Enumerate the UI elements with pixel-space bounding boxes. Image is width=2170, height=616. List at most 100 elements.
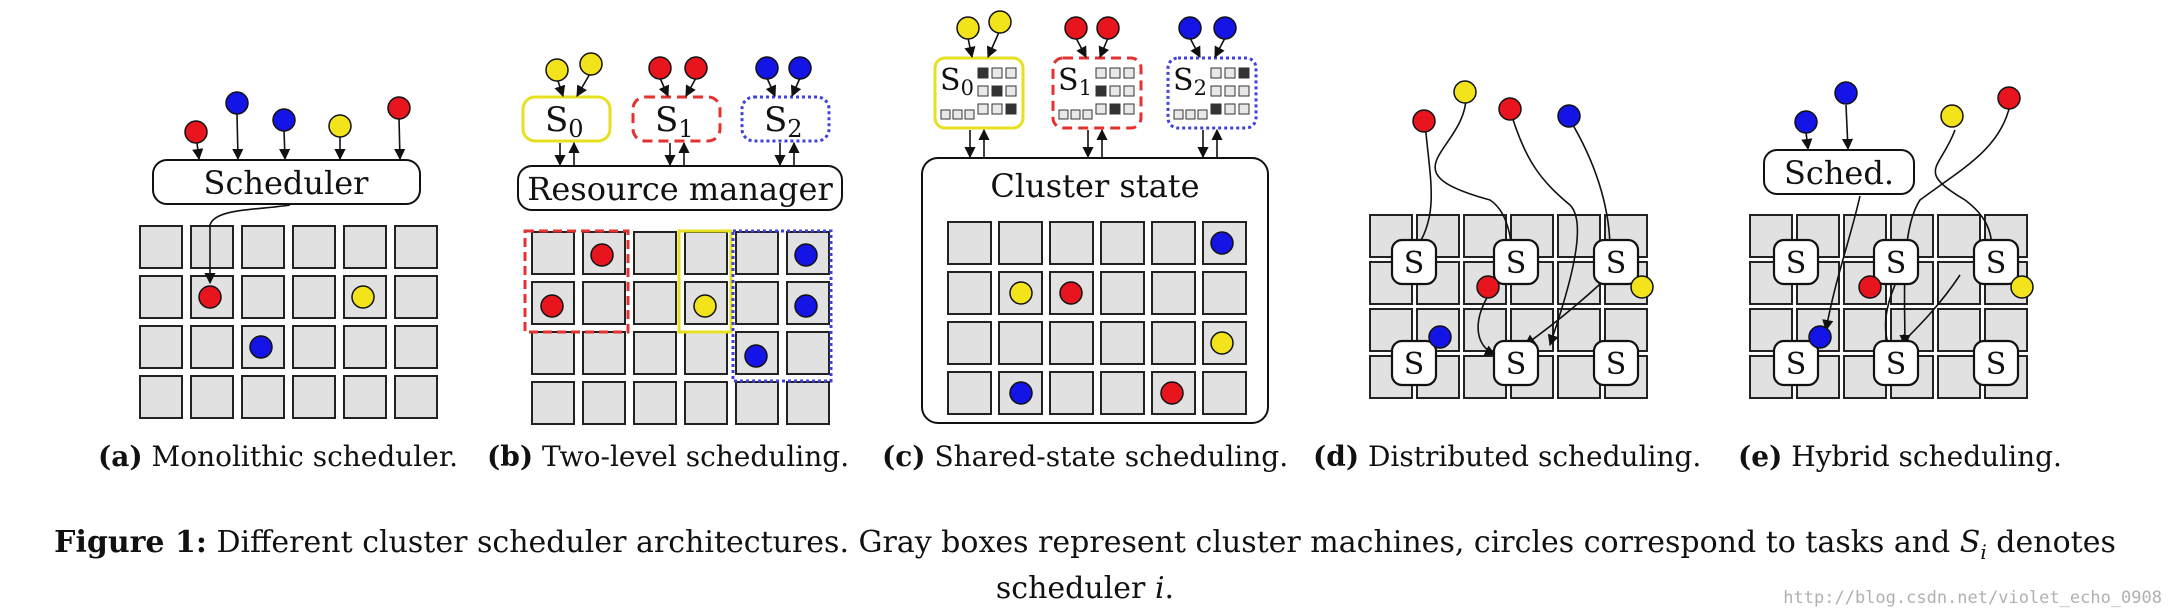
scheduler-node (1390, 339, 1438, 387)
watermark: http://blog.csdn.net/violet_echo_0908 (1783, 588, 2162, 608)
task-blue (1557, 104, 1581, 128)
state-cell (991, 85, 1003, 97)
machine (582, 331, 626, 375)
machine (531, 381, 575, 425)
scheduler-node (1492, 238, 1540, 286)
state-cell (1070, 109, 1081, 120)
scheduler-node (1592, 339, 1640, 387)
machine (139, 375, 183, 419)
scheduler-s0-label: S0 (545, 100, 584, 143)
scheduler-node (1972, 238, 2020, 286)
figure-label: Figure 1: (54, 525, 207, 560)
scheduler-node-label: S (1404, 246, 1425, 281)
state-cell (977, 103, 989, 115)
scheduler-s0-label: S0 (940, 63, 974, 100)
machine (292, 225, 336, 269)
machine (343, 325, 387, 369)
machine (947, 371, 992, 415)
state-cell (1082, 109, 1093, 120)
placed-task-red (1059, 281, 1083, 305)
state-cell (1173, 109, 1184, 120)
task-blue (1213, 16, 1237, 40)
machine (1049, 271, 1094, 315)
placed-task-yellow (1009, 281, 1033, 305)
placed-task-yellow (693, 294, 717, 318)
machine (582, 281, 626, 325)
state-cell (940, 109, 951, 120)
state-cell (1210, 85, 1222, 97)
task-red (1498, 97, 1522, 121)
task-red (387, 96, 411, 120)
machine (1100, 221, 1145, 265)
machine (1049, 221, 1094, 265)
state-cell (1197, 109, 1208, 120)
machine (292, 375, 336, 419)
resource-manager-label: Resource manager (527, 170, 833, 208)
partition-red (523, 229, 630, 334)
panel-c-diagram: Cluster state S0 S1 S2 (921, 10, 1269, 424)
machine (292, 325, 336, 369)
state-cell (1224, 67, 1236, 79)
task-red (184, 120, 208, 144)
machine (947, 221, 992, 265)
partition-blue (731, 229, 833, 383)
machine-grid-c (947, 221, 1247, 415)
scheduler-node-label: S (1786, 246, 1807, 281)
machine (139, 225, 183, 269)
state-cell (952, 109, 963, 120)
machine (1100, 371, 1145, 415)
placed-task-yellow (2010, 275, 2034, 299)
machine (394, 375, 438, 419)
scheduler-node (1592, 238, 1640, 286)
state-cell (1238, 103, 1250, 115)
scheduler-node-label: S (1506, 246, 1527, 281)
state-cell (991, 103, 1003, 115)
machine (1100, 321, 1145, 365)
machine (241, 275, 285, 319)
state-cell (1210, 67, 1222, 79)
placed-task-red (1858, 275, 1882, 299)
task-circles-c (956, 10, 1237, 405)
scheduler-node-label: S (1606, 246, 1627, 281)
state-cell (964, 109, 975, 120)
scheduler-node-label: S (1886, 246, 1907, 281)
task-red (1064, 16, 1088, 40)
scheduler-node-label: S (1986, 246, 2007, 281)
machine (633, 281, 677, 325)
machine-grid-b (531, 231, 830, 425)
placed-task-blue (1428, 325, 1452, 349)
machine (1202, 371, 1247, 415)
scheduler-node-label: S (1404, 347, 1425, 382)
machine (1202, 271, 1247, 315)
scheduler-node-label: S (1506, 347, 1527, 382)
machine (684, 231, 728, 275)
task-circles-b (540, 52, 818, 368)
task-blue (1834, 81, 1858, 105)
machine (531, 331, 575, 375)
placed-task-blue (249, 335, 273, 359)
task-yellow (579, 52, 603, 76)
machine (735, 381, 779, 425)
machine (343, 225, 387, 269)
machine (947, 271, 992, 315)
placed-task-blue (1210, 231, 1234, 255)
machine (735, 231, 779, 275)
state-cell (977, 67, 989, 79)
machine (786, 331, 830, 375)
task-red (1412, 109, 1436, 133)
machine (190, 225, 234, 269)
machine (343, 375, 387, 419)
scheduler-s2-box (740, 95, 831, 143)
caption-e: (e) Hybrid scheduling. (1738, 440, 2062, 473)
scheduler-node (1390, 238, 1438, 286)
figure-caption: Figure 1: Different cluster scheduler ar… (54, 525, 2116, 564)
scheduler-node (1772, 238, 1820, 286)
placed-task-red (1476, 275, 1500, 299)
machine (1100, 271, 1145, 315)
machine (633, 231, 677, 275)
task-circles-a (184, 91, 411, 359)
machine (394, 325, 438, 369)
